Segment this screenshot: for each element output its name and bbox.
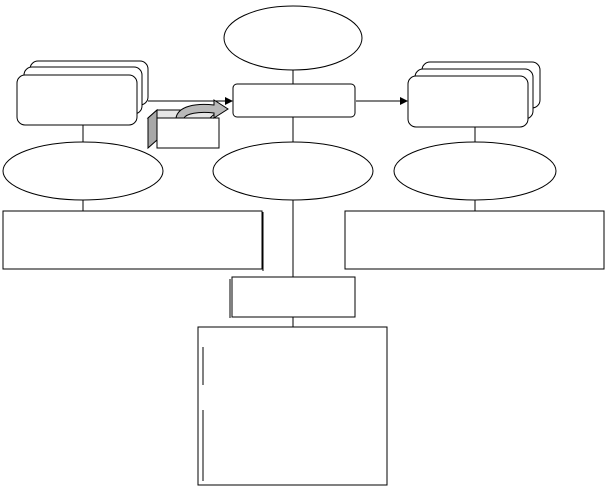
lower-small-box [231, 276, 356, 318]
bottom-large-box [197, 326, 388, 486]
right-stack [407, 61, 541, 128]
right-wide-box [344, 210, 605, 270]
left-ellipse [2, 141, 164, 201]
center-ellipse [212, 141, 374, 201]
gray-box-side [147, 108, 158, 150]
left-wide-box [2, 210, 263, 270]
top-ellipse [223, 5, 363, 71]
gray-box-front [156, 117, 220, 149]
left-stack [16, 60, 149, 126]
right-ellipse [393, 141, 557, 201]
curved-arrow [175, 99, 229, 119]
center-box [232, 83, 356, 118]
